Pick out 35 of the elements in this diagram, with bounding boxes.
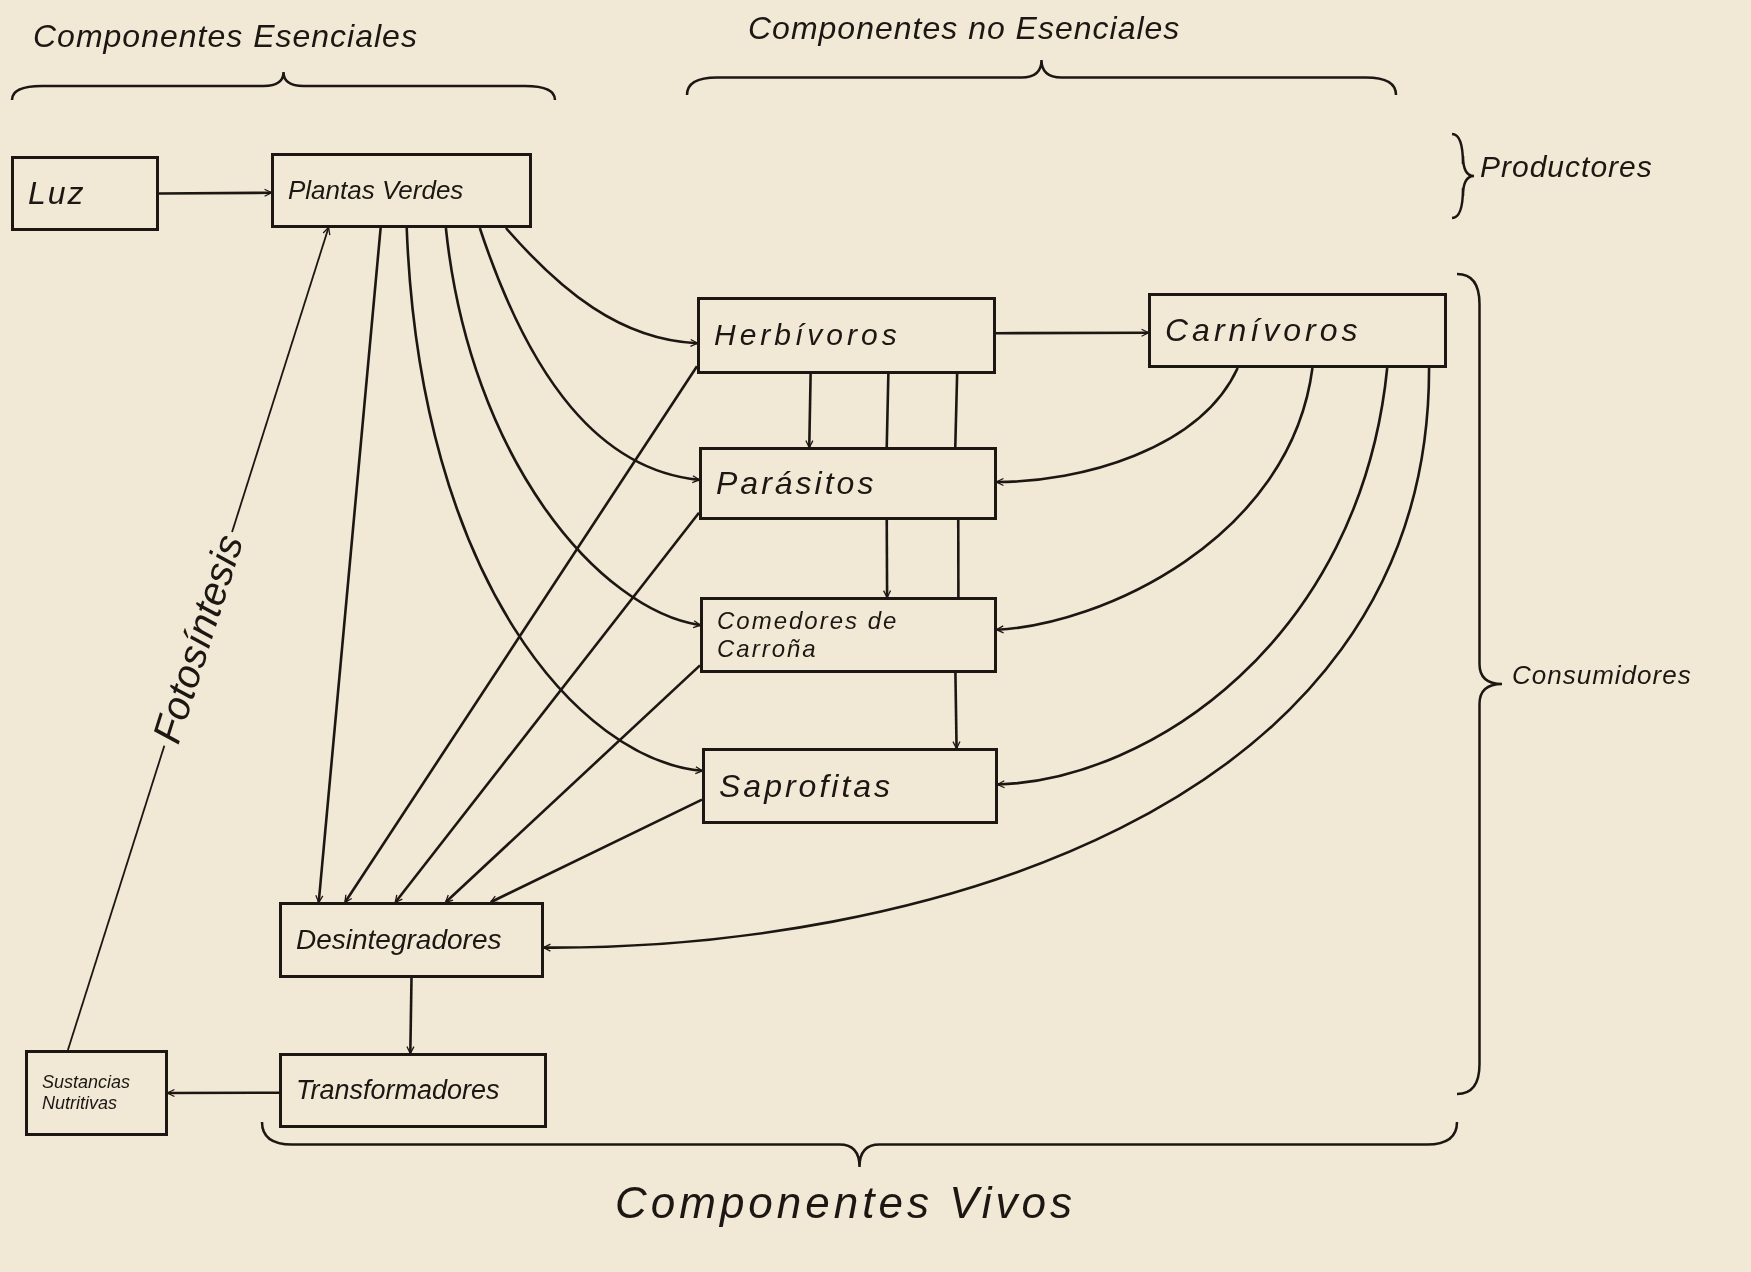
arrow — [444, 227, 702, 628]
arrow — [952, 673, 961, 750]
arrow — [315, 227, 382, 904]
arrow — [405, 227, 704, 774]
arrow — [504, 227, 699, 347]
group-label: Componentes Esenciales — [33, 18, 418, 55]
arrow — [995, 367, 1314, 634]
arrow — [996, 328, 1150, 337]
arrow — [166, 1088, 279, 1098]
group-label: Componentes Vivos — [615, 1178, 1076, 1228]
arrow — [444, 664, 701, 904]
process-box — [271, 153, 532, 228]
arrow — [394, 511, 701, 904]
arrow — [344, 365, 699, 904]
process-box — [699, 447, 997, 520]
process-box — [1148, 293, 1447, 368]
group-label: Consumidores — [1512, 660, 1692, 691]
process-box — [279, 1053, 547, 1128]
group-label: Productores — [1480, 150, 1653, 184]
arrow — [996, 367, 1389, 788]
process-box — [25, 1050, 168, 1136]
arrow — [489, 798, 703, 904]
group-label: Componentes no Esenciales — [748, 10, 1181, 47]
arrow — [478, 227, 701, 483]
process-box — [11, 156, 159, 231]
arrow — [406, 977, 415, 1055]
arrow — [542, 367, 1431, 952]
process-box — [279, 902, 544, 978]
process-box — [702, 748, 998, 824]
arrow — [995, 367, 1239, 486]
process-box — [697, 297, 996, 374]
arrow — [159, 188, 273, 197]
arrow — [882, 520, 892, 599]
arrow — [805, 373, 814, 449]
process-box — [700, 597, 997, 673]
